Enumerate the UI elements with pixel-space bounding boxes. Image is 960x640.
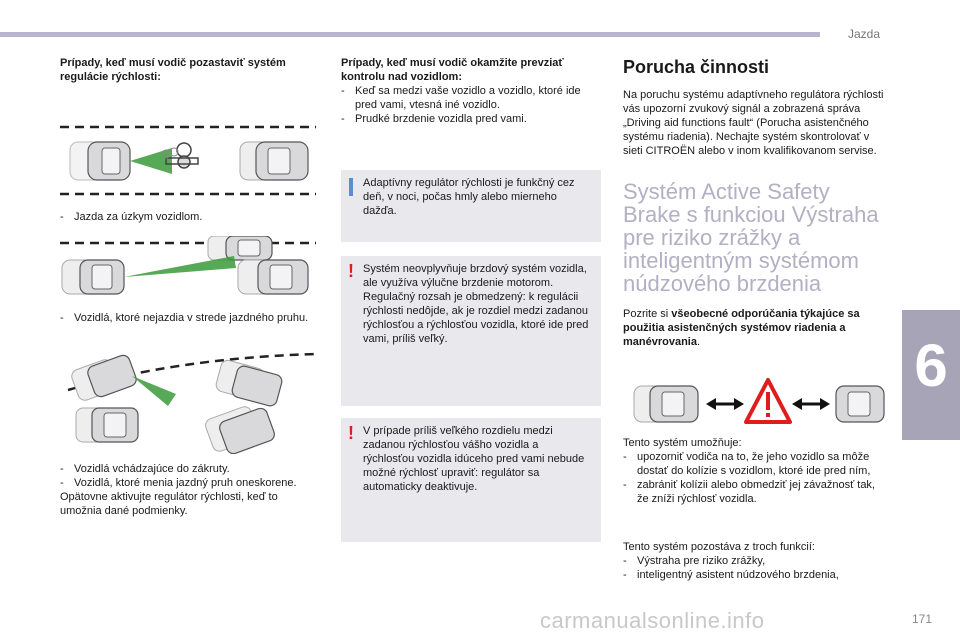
col1-case1: Jazda za úzkym vozidlom.: [60, 210, 320, 224]
note-warn1a-text: Systém neovplyvňuje brzdový systém vozid…: [363, 263, 587, 289]
note-warning-1: ! Systém neovplyvňuje brzdový systém voz…: [341, 256, 601, 406]
section-label: Jazda: [848, 27, 881, 41]
car-icon: [237, 259, 309, 295]
enables-item-1: upozorniť vodiča na to, že jeho vozidlo …: [623, 450, 885, 478]
fault-text: Na poruchu systému adaptívneho regulátor…: [623, 89, 884, 157]
note-info: Adaptívny regulátor rýchlosti je funkčný…: [341, 170, 601, 242]
function-item-1: Výstraha pre riziko zrážky,: [623, 554, 885, 568]
car-icon: [61, 259, 125, 295]
car-icon: [207, 236, 273, 261]
info-icon: [349, 178, 353, 196]
refer-link-text: všeobecné odporúčania týkajúce sa použit…: [623, 308, 860, 348]
chapter-number: 6: [914, 332, 948, 399]
col1-bottom: Vozidlá vchádzajúce do zákruty. Vozidlá,…: [60, 462, 320, 518]
chapter-tab: [902, 310, 960, 440]
double-arrow-icon: [706, 398, 744, 410]
column-right: Porucha činnosti Na poruchu systému adap…: [623, 56, 885, 349]
col2-bullet-2: Prudké brzdenie vozidla pred vami.: [341, 112, 601, 126]
functions-block: Tento systém pozostáva z troch funkcií: …: [623, 540, 885, 582]
page-number: 171: [912, 612, 933, 626]
car-icon: [205, 406, 275, 454]
col1-closing: Opätovne aktivujte regulátor rýchlosti, …: [60, 491, 278, 517]
col1-heading: Prípady, keď musí vodič pozastaviť systé…: [60, 57, 286, 83]
warning-icon: !: [348, 261, 354, 281]
warning-triangle-icon: [744, 378, 792, 424]
column-left: Prípady, keď musí vodič pozastaviť systé…: [60, 56, 320, 84]
enables-block: Tento systém umožňuje: upozorniť vodiča …: [623, 436, 885, 506]
double-arrow-icon: [792, 398, 830, 410]
system-heading: Systém Active Safety Brake s funkciou Vý…: [623, 179, 879, 296]
function-item-2: inteligentný asistent núdzového brzdenia…: [623, 568, 885, 582]
column-middle: Prípady, keď musí vodič okamžite prevzia…: [341, 56, 601, 126]
car-icon: [633, 385, 699, 423]
note-warn1b-text: Regulačný rozsah je obmedzený: k regulác…: [363, 291, 589, 345]
car-icon: [75, 407, 139, 443]
illustration-collision-warning: [633, 378, 885, 424]
note-warn2-text: V prípade príliš veľkého rozdielu medzi …: [363, 425, 585, 493]
enables-label: Tento systém umožňuje:: [623, 437, 742, 449]
illustration-narrow-vehicle: [60, 125, 316, 196]
car-icon: [71, 354, 137, 401]
col2-heading: Prípady, keď musí vodič okamžite prevzia…: [341, 57, 564, 83]
refer-paragraph: Pozrite si všeobecné odporúčania týkajúc…: [623, 308, 860, 348]
header-bar: [0, 32, 820, 37]
note-info-text: Adaptívny regulátor rýchlosti je funkčný…: [363, 177, 575, 217]
fault-heading: Porucha činnosti: [623, 57, 770, 77]
car-icon: [215, 359, 283, 407]
car-icon: [69, 141, 131, 181]
illustration-curve-vehicles: [67, 352, 317, 454]
watermark: carmanualsonline.info: [540, 608, 765, 633]
note-warning-2: ! V prípade príliš veľkého rozdielu medz…: [341, 418, 601, 542]
functions-label: Tento systém pozostáva z troch funkcií:: [623, 541, 815, 553]
illustration-off-center-vehicle: [60, 236, 316, 295]
col1-case3b: Vozidlá, ktoré menia jazdný pruh oneskor…: [60, 476, 320, 490]
enables-item-2: zabrániť kolízii alebo obmedziť jej záva…: [623, 478, 885, 506]
warning-icon: !: [348, 423, 354, 443]
motorcycle-icon: [161, 142, 199, 169]
col2-bullet-1: Keď sa medzi vaše vozidlo a vozidlo, kto…: [341, 84, 601, 112]
car-icon: [239, 141, 309, 181]
car-icon: [835, 385, 885, 423]
col1-case2: Vozidlá, ktoré nejazdia v strede jazdnéh…: [60, 311, 320, 325]
col1-case3a: Vozidlá vchádzajúce do zákruty.: [60, 462, 320, 476]
